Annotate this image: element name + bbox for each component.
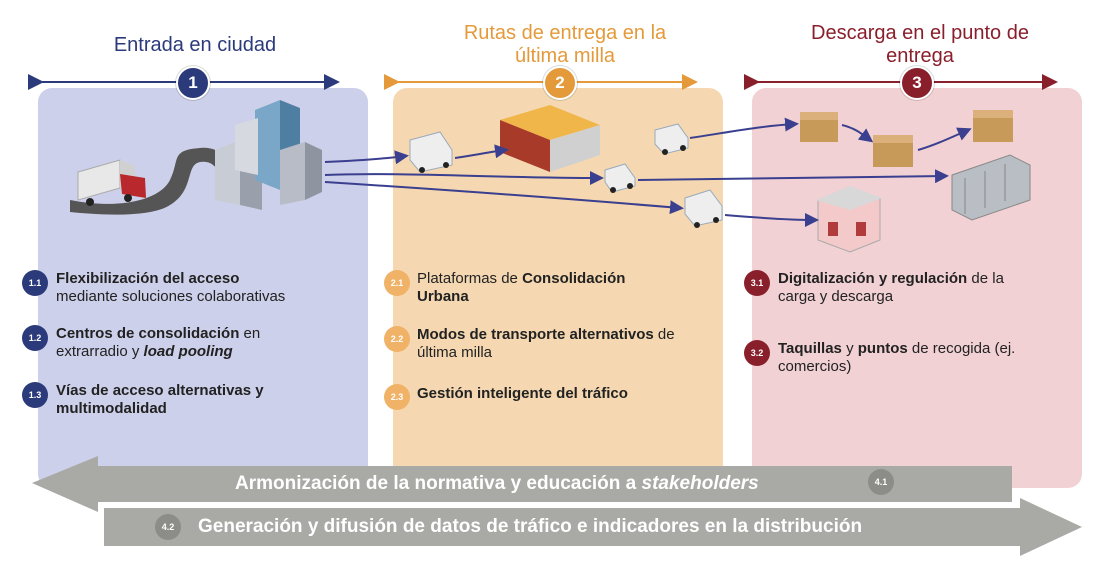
item-2-2-line2: última milla [417,344,493,361]
item-1-2-italic: load pooling [143,343,233,360]
banner-4-1-main: Armonización de la normativa y educación… [235,473,642,494]
van-icon-2 [654,123,689,155]
step-number-2: 2 [543,66,577,100]
item-1-3-bold2: multimodalidad [56,400,167,417]
item-3-2-mid: y [841,340,858,357]
item-2-1-bold: Consolidación [522,270,626,287]
truck-icon [77,159,146,206]
item-3-1: Digitalización y regulación de la carga … [778,270,1088,306]
shop-icon [816,186,882,253]
item-3-1-bold: Digitalización y regulación [778,270,968,287]
item-2-1-pre: Plataformas de [417,270,523,287]
item-1-2-mid: en [239,325,261,342]
item-3-2-mid2: de recogida (ej. [907,340,1016,357]
item-2-3-bold: Gestión inteligente del tráfico [417,385,628,402]
flow-arrow-6 [637,169,949,184]
step-number-3: 3 [900,66,934,100]
title-entrada: Entrada en ciudad [113,34,277,56]
item-2-2-bold: Modos de transporte alternativos [417,326,654,343]
item-2-1: Plataformas de Consolidación Urbana [417,270,727,306]
banner-4-1-italic: stakeholders [641,473,759,494]
warehouse-icon [500,105,600,172]
banner-arrow-right [104,498,1082,556]
item-1-1-rest: mediante soluciones colaborativas [56,288,286,305]
panel-descarga [752,88,1082,488]
badge-4-2: 4.2 [155,514,181,540]
item-2-2: Modos de transporte alternativos de últi… [417,326,727,362]
parcel-icon-2 [873,135,913,167]
van-icon-3 [604,163,636,193]
badge-2-1: 2.1 [384,270,410,296]
item-1-2-bold: Centros de consolidación [56,325,240,342]
badge-1-1: 1.1 [22,270,48,296]
title-descarga-line1: Descarga en el punto de [811,22,1029,44]
city-buildings-icon [215,100,322,210]
title-rutas-line1: Rutas de entrega en la [463,22,667,44]
item-3-1-line2: carga y descarga [778,288,894,305]
flow-arrow-2 [454,144,509,159]
item-3-2: Taquillas y puntos de recogida (ej. come… [778,340,1088,376]
badge-3-1: 3.1 [744,270,770,296]
badge-4-1: 4.1 [868,469,894,495]
item-1-2-line2: extrarradio y [56,343,144,360]
item-3-2-bold-b: puntos [857,340,908,357]
banner-4-2-text: Generación y difusión de datos de tráfic… [198,516,863,537]
title-descarga-line2: entrega [886,45,954,67]
item-1-3: Vías de acceso alternativas y multimodal… [56,382,366,418]
flow-arrow-3 [324,170,604,185]
badge-2-2: 2.2 [384,326,410,352]
van-icon-1 [409,131,453,173]
flow-arrow-9 [917,127,972,151]
flow-arrow-5 [689,117,799,139]
lockers-icon [951,154,1031,221]
title-rutas: Rutas de entrega en la última milla [420,22,710,68]
badge-2-3: 2.3 [384,384,410,410]
step-number-1: 1 [176,66,210,100]
badge-1-3: 1.3 [22,382,48,408]
flow-arrow-4 [324,181,684,215]
item-2-2-mid: de [653,326,675,343]
van-icon-4 [684,189,723,228]
item-3-2-bold: Taquillas [778,340,842,357]
item-2-1-bold2: Urbana [417,288,469,305]
item-3-2-line2: comercios) [778,358,852,375]
item-3-1-mid: de la [967,270,1004,287]
title-descarga: Descarga en el punto de entrega [780,22,1060,68]
road-illustration [70,147,235,215]
item-1-1-bold: Flexibilización del acceso [56,270,240,287]
badge-1-2: 1.2 [22,325,48,351]
item-1-2: Centros de consolidación en extrarradio … [56,325,366,361]
banner-arrow-left [32,456,1012,512]
flow-arrow-7 [724,212,819,227]
badge-3-2: 3.2 [744,340,770,366]
title-rutas-line2: última milla [514,45,616,67]
banner-4-1-text: Armonización de la normativa y educación… [235,473,759,495]
flow-arrow-1 [324,150,409,165]
flow-arrow-8 [841,124,874,143]
item-1-3-bold: Vías de acceso alternativas y [56,382,264,399]
parcel-icon-1 [800,112,838,142]
item-1-1: Flexibilización del acceso mediante solu… [56,270,366,306]
parcel-icon-3 [973,110,1013,142]
item-2-3: Gestión inteligente del tráfico [417,385,727,403]
